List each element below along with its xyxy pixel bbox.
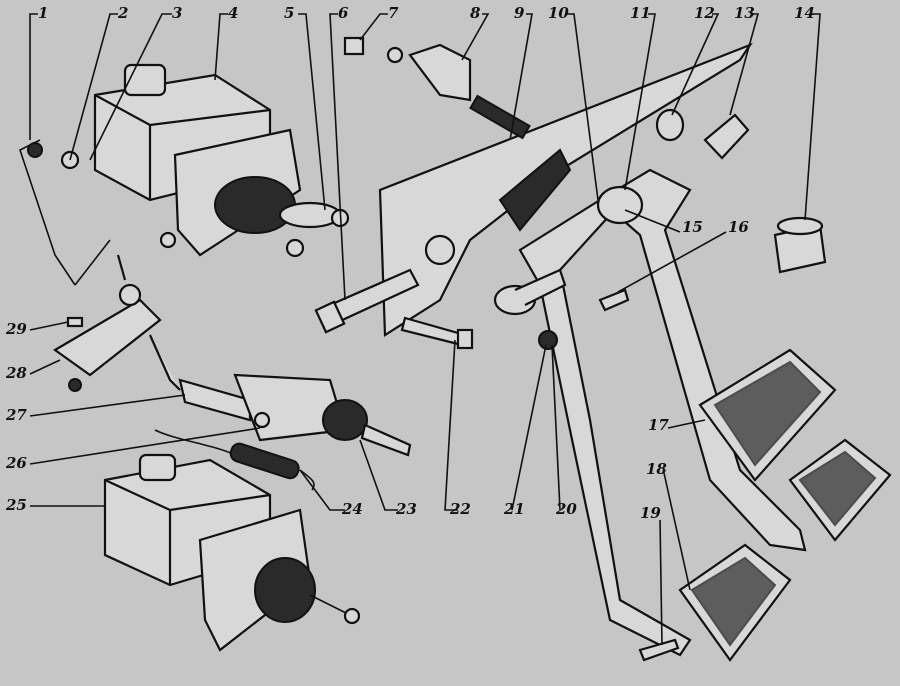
callout-28: 28 [6, 364, 27, 382]
master-cylinder-upper [93, 63, 350, 258]
callout-7: 7 [388, 4, 399, 22]
callout-9: 9 [514, 4, 525, 22]
callout-22: 22 [450, 500, 471, 518]
callout-17: 17 [648, 416, 669, 434]
callout-23: 23 [396, 500, 417, 518]
callout-26: 26 [6, 454, 27, 472]
callout-24: 24 [342, 500, 363, 518]
callout-15: 15 [682, 218, 703, 236]
callout-21: 21 [504, 500, 525, 518]
callout-6: 6 [338, 4, 349, 22]
callout-13: 13 [734, 4, 755, 22]
callout-29: 29 [6, 320, 27, 338]
callout-14: 14 [794, 4, 815, 22]
callout-3: 3 [172, 4, 183, 22]
callout-16: 16 [728, 218, 749, 236]
callout-12: 12 [694, 4, 715, 22]
callout-11: 11 [630, 4, 651, 22]
pedal-bracket [378, 42, 753, 337]
callout-10: 10 [548, 4, 569, 22]
callout-27: 27 [6, 406, 27, 424]
callout-5: 5 [284, 4, 295, 22]
callout-19: 19 [640, 504, 661, 522]
callout-4: 4 [228, 4, 239, 22]
pedal-pads [678, 348, 892, 662]
callout-2: 2 [118, 4, 129, 22]
callout-1: 1 [38, 4, 49, 22]
callout-8: 8 [470, 4, 481, 22]
callout-25: 25 [6, 496, 27, 514]
master-cylinder-lower [103, 453, 361, 652]
callout-18: 18 [646, 460, 667, 478]
callout-20: 20 [556, 500, 577, 518]
leader-lines [29, 13, 821, 646]
